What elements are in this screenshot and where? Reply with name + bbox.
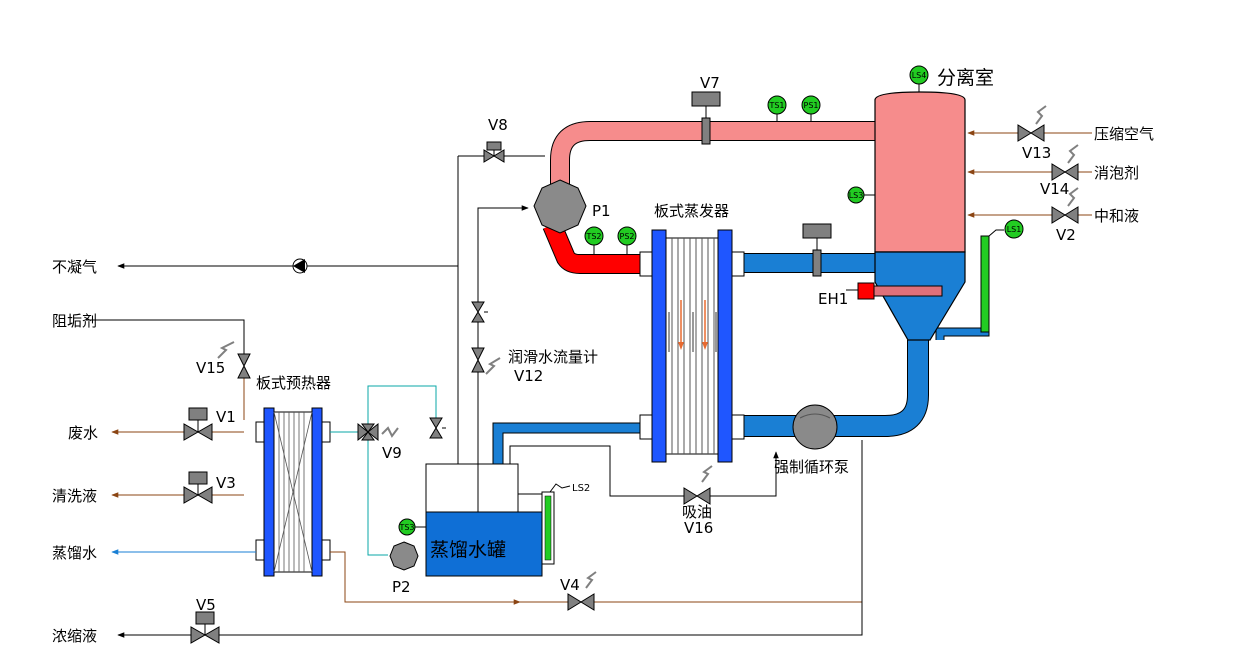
condensate-pipe (492, 422, 640, 465)
v3-label: V3 (216, 474, 236, 492)
concentrate-label: 浓缩液 (52, 627, 97, 645)
v13-label: V13 (1022, 144, 1051, 162)
valve-v13[interactable] (1017, 105, 1047, 142)
compressed-air-label: 压缩空气 (1094, 125, 1154, 143)
valve-v16[interactable] (683, 465, 713, 505)
v7-label: V7 (700, 74, 720, 92)
v16-label: V16 (684, 519, 713, 537)
v9-label: V9 (382, 444, 402, 462)
valve-cooling[interactable] (429, 417, 446, 439)
sensor-ps2 (617, 226, 637, 255)
v2-label: V2 (1056, 226, 1076, 244)
hot-vapor-pipe (542, 221, 640, 274)
v8-label: V8 (488, 116, 508, 134)
ls4-label: LS4 (912, 71, 927, 80)
valve-v1[interactable] (183, 407, 213, 441)
ts2-label: TS2 (585, 232, 601, 241)
evaporator-label: 板式蒸发器 (654, 202, 729, 220)
distilled-tank (425, 463, 555, 577)
concentrate-line (117, 440, 863, 638)
valve-v9[interactable] (357, 422, 399, 442)
p1-label: P1 (592, 202, 611, 220)
gas-lines (86, 155, 779, 497)
v1-label: V1 (216, 408, 236, 426)
sensor-ls2 (549, 483, 571, 493)
tank-label: 蒸馏水罐 (430, 539, 506, 561)
ts1-label: TS1 (768, 101, 784, 110)
valve-eh-line[interactable] (802, 223, 832, 277)
sensor-ls3 (847, 186, 875, 204)
neutralizer-label: 中和液 (1094, 207, 1139, 225)
sensor-ls4 (909, 65, 929, 92)
pump-forced-circulation[interactable] (792, 404, 838, 450)
circulation-pipe (742, 340, 929, 437)
flowmeter-label: 润滑水流量计 (508, 348, 598, 366)
pump-p2[interactable] (389, 541, 419, 571)
valve-v15[interactable] (217, 341, 251, 379)
check-valve[interactable] (292, 258, 308, 274)
antiscalant-label: 阻垢剂 (52, 312, 97, 330)
plate-evaporator (639, 229, 745, 463)
valve-v12[interactable] (471, 347, 501, 375)
ts3-label: TS3 (398, 523, 414, 532)
oil-suction-label: 吸油 (682, 503, 712, 521)
valve-v14[interactable] (1051, 144, 1079, 181)
level-loop-pipe (935, 235, 990, 340)
sensor-ts3 (398, 518, 426, 536)
vapor-pipe (550, 121, 875, 185)
sensor-ts2 (584, 226, 604, 255)
cleaning-label: 清洗液 (52, 487, 97, 505)
distilled-label: 蒸馏水 (52, 544, 97, 562)
ps1-label: PS1 (804, 101, 819, 110)
cooling-lines (330, 385, 437, 556)
heater-eh1 (846, 282, 943, 300)
v15-label: V15 (196, 359, 225, 377)
valve-v3[interactable] (183, 471, 213, 504)
separator-vessel (874, 91, 966, 341)
valve-v8[interactable] (483, 141, 505, 163)
heater-label: EH1 (818, 290, 848, 308)
sensor-ts1 (767, 95, 787, 121)
ls2-label: LS2 (572, 483, 590, 494)
forced-pump-label: 强制循环泵 (774, 458, 849, 476)
valve-v5[interactable] (190, 611, 220, 644)
ls3-label: LS3 (849, 191, 864, 200)
preheater-label: 板式预热器 (256, 374, 331, 392)
pump-p1[interactable] (533, 179, 587, 234)
separator-label: 分离室 (937, 67, 994, 89)
wastewater-label: 废水 (68, 424, 98, 442)
plate-preheater (255, 407, 331, 577)
v5-label: V5 (196, 596, 216, 614)
p2-label: P2 (392, 578, 411, 596)
valve-v4[interactable] (567, 571, 597, 611)
v12-label: V12 (514, 367, 543, 385)
defoamer-label: 消泡剂 (1094, 164, 1139, 182)
ps2-label: PS2 (620, 232, 635, 241)
valve-v2[interactable] (1051, 187, 1079, 224)
sensor-ps1 (801, 95, 821, 121)
valve-v7[interactable] (691, 91, 721, 145)
v14-label: V14 (1040, 180, 1069, 198)
valve-vertical-upper[interactable] (471, 301, 488, 323)
ls1-label: LS1 (1007, 225, 1022, 234)
sensor-ls1 (988, 219, 1024, 239)
v4-label: V4 (560, 576, 580, 594)
noncondensable-label: 不凝气 (52, 258, 97, 276)
